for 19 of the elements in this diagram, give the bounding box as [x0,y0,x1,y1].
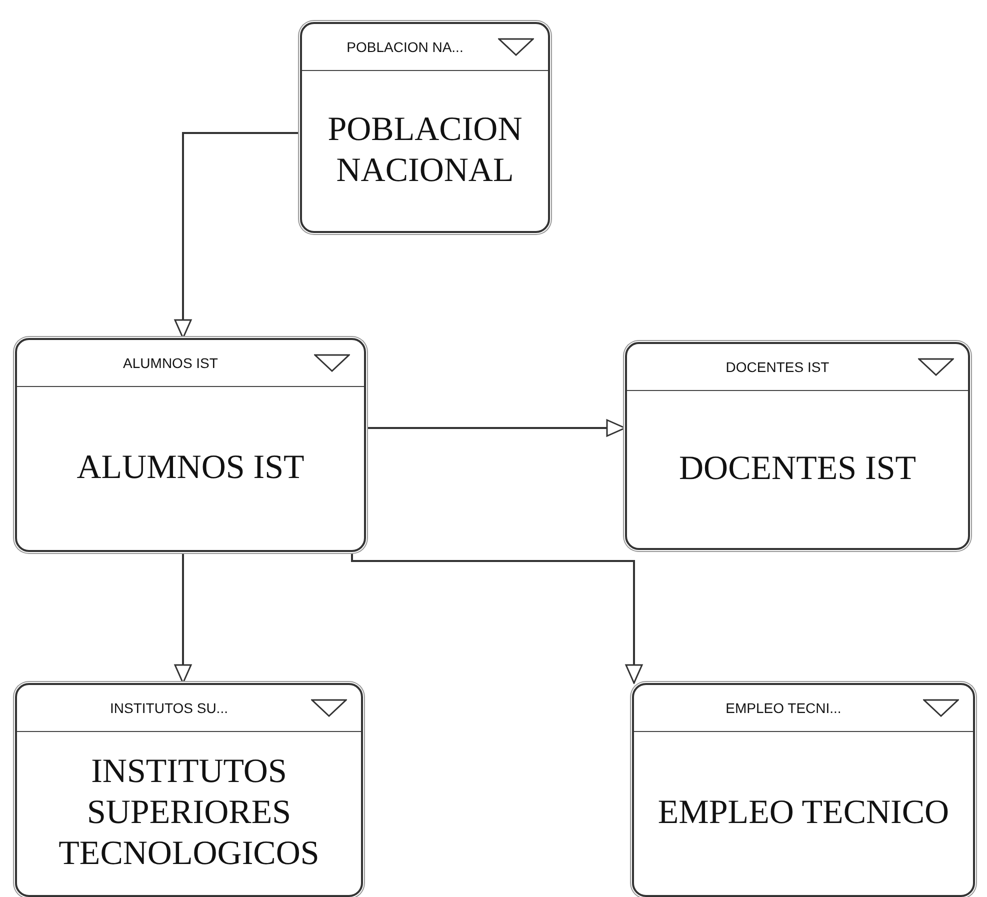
header-label: POBLACION NA... [346,39,464,55]
entity-title: DOCENTES IST [678,449,918,490]
entity-title: INSTITUTOS SUPERIORES TECNOLOGICOS [58,752,320,874]
entity-card [15,683,363,897]
header-label: ALUMNOS IST [123,355,218,371]
connector-arrow [174,552,192,684]
connector-arrow [351,552,643,684]
entity-title: ALUMNOS IST [76,448,306,488]
entity-card [632,683,975,897]
entity-title: POBLACION NACIONAL [326,110,524,191]
header-label: EMPLEO TECNI... [726,700,842,716]
connector-arrow [174,132,300,339]
entity-card [625,342,970,550]
header-label: INSTITUTOS SU... [110,700,228,716]
entity-title: EMPLEO TECNICO [656,793,950,834]
header-label: DOCENTES IST [726,359,830,375]
connector-arrow [366,419,626,437]
entity-card [15,338,366,552]
entity-card [300,22,550,233]
